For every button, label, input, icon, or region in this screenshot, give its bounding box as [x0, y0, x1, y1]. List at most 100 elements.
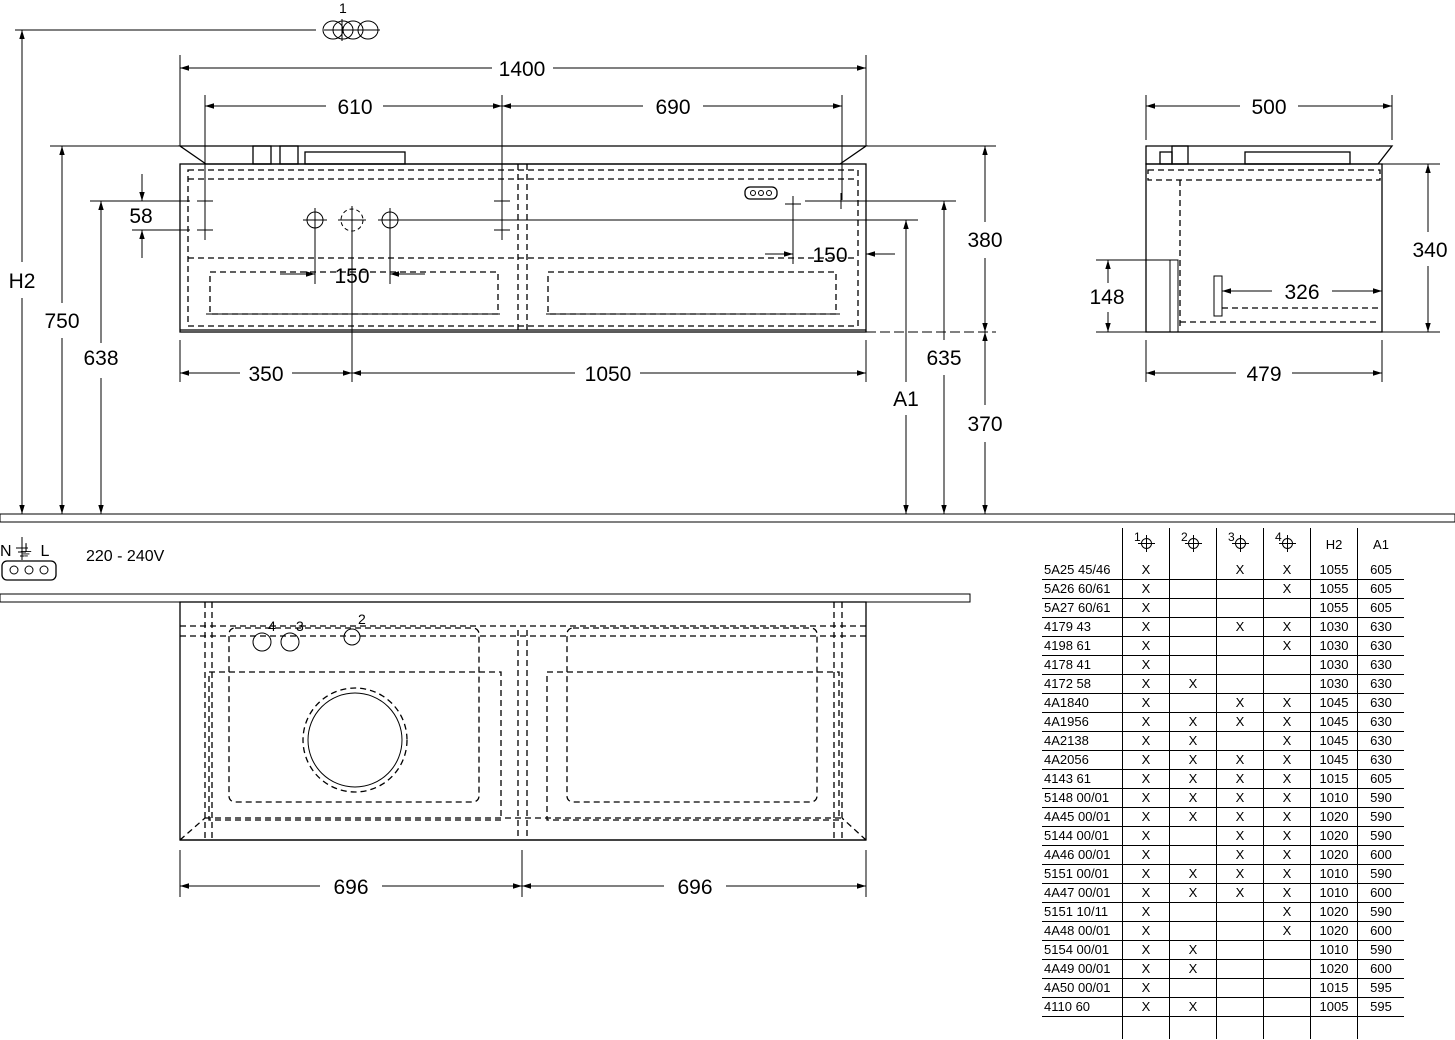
table-cell-value: 595: [1357, 978, 1404, 998]
table-cell-mark: X: [1216, 561, 1264, 580]
dim-58: 58: [129, 205, 152, 228]
table-cell-mark: [1169, 598, 1217, 618]
table-cell-model: 4110 60: [1042, 997, 1123, 1017]
table-cell-model: 4A2056: [1042, 750, 1123, 770]
table-cell-mark: X: [1169, 674, 1217, 694]
table-cell-model: 5A26 60/61: [1042, 579, 1123, 599]
table-cell-model: 4A1956: [1042, 712, 1123, 732]
table-cell-mark: [1169, 978, 1217, 998]
table-cell-model: 4A1840: [1042, 693, 1123, 713]
table-cell-mark: X: [1263, 750, 1311, 770]
table-cell-value: 630: [1357, 617, 1404, 637]
dim-610: 610: [337, 96, 372, 119]
front-dimensions: 1400 610 690 58 150 150 350: [9, 29, 1003, 514]
table-cell-mark: [1216, 636, 1264, 656]
table-cell-mark: X: [1169, 864, 1217, 884]
table-cell-value: 1020: [1310, 959, 1358, 979]
dim-696-right: 696: [677, 876, 712, 899]
tap-holes: [303, 206, 402, 234]
table-cell-mark: [1169, 636, 1217, 656]
table-cell-value: 1045: [1310, 712, 1358, 732]
mounting-holes: [197, 193, 849, 238]
table-cell-mark: X: [1263, 693, 1311, 713]
table-cell-empty: [1216, 1016, 1264, 1039]
table-cell-value: 1010: [1310, 883, 1358, 903]
table-cell-mark: [1216, 731, 1264, 751]
table-cell-empty: [1310, 1016, 1358, 1039]
dim-350: 350: [248, 363, 283, 386]
dim-750: 750: [44, 310, 79, 333]
table-cell-value: 595: [1357, 997, 1404, 1017]
table-cell-mark: X: [1122, 978, 1170, 998]
callout-2-label: 2: [358, 611, 366, 627]
table-cell-mark: [1169, 579, 1217, 599]
table-cell-mark: X: [1216, 693, 1264, 713]
table-cell-model: 4A48 00/01: [1042, 921, 1123, 941]
callout-1-label: 1: [339, 0, 347, 16]
table-cell-value: 1055: [1310, 579, 1358, 599]
dim-h2: H2: [9, 270, 36, 293]
dim-380: 380: [967, 229, 1002, 252]
table-cell-value: 1045: [1310, 731, 1358, 751]
table-cell-mark: [1216, 921, 1264, 941]
table-cell-mark: [1169, 655, 1217, 675]
electrical-symbol: [1, 537, 57, 581]
table-cell-value: 1015: [1310, 978, 1358, 998]
table-cell-model: 4A47 00/01: [1042, 883, 1123, 903]
table-cell-mark: X: [1169, 712, 1217, 732]
table-cell-mark: X: [1122, 864, 1170, 884]
table-cell-mark: X: [1122, 883, 1170, 903]
table-cell-mark: X: [1169, 750, 1217, 770]
table-cell-mark: X: [1122, 579, 1170, 599]
plan-view: 4 3 2 696 696: [179, 601, 867, 899]
table-cell-value: 1030: [1310, 617, 1358, 637]
table-cell-value: 605: [1357, 598, 1404, 618]
table-cell-model: 4143 61: [1042, 769, 1123, 789]
table-cell-mark: X: [1216, 617, 1264, 637]
table-cell-mark: X: [1122, 561, 1170, 580]
table-cell-value: 630: [1357, 731, 1404, 751]
callout-1-symbol: 1: [322, 0, 380, 41]
dim-a1: A1: [893, 388, 919, 411]
table-cell-mark: X: [1122, 921, 1170, 941]
table-cell-mark: [1216, 674, 1264, 694]
table-cell-mark: X: [1263, 883, 1311, 903]
table-cell-mark: X: [1216, 769, 1264, 789]
floor-top: [0, 513, 1455, 523]
table-cell-mark: X: [1169, 807, 1217, 827]
table-cell-mark: X: [1169, 731, 1217, 751]
table-cell-value: 600: [1357, 959, 1404, 979]
table-cell-mark: X: [1122, 598, 1170, 618]
table-cell-model: 4A2138: [1042, 731, 1123, 751]
table-cell-mark: X: [1216, 788, 1264, 808]
table-cell-mark: [1216, 579, 1264, 599]
table-cell-value: 590: [1357, 864, 1404, 884]
socket-label: N ⏚ L: [0, 543, 51, 560]
table-cell-mark: X: [1122, 826, 1170, 846]
front-view: [177, 145, 869, 333]
table-cell-mark: X: [1122, 769, 1170, 789]
dim-479: 479: [1246, 363, 1281, 386]
table-cell-mark: [1216, 978, 1264, 998]
table-cell-value: 590: [1357, 788, 1404, 808]
floor-bottom: [0, 593, 971, 603]
table-cell-model: 4178 41: [1042, 655, 1123, 675]
table-cell-mark: [1169, 826, 1217, 846]
table-cell-value: 1045: [1310, 750, 1358, 770]
